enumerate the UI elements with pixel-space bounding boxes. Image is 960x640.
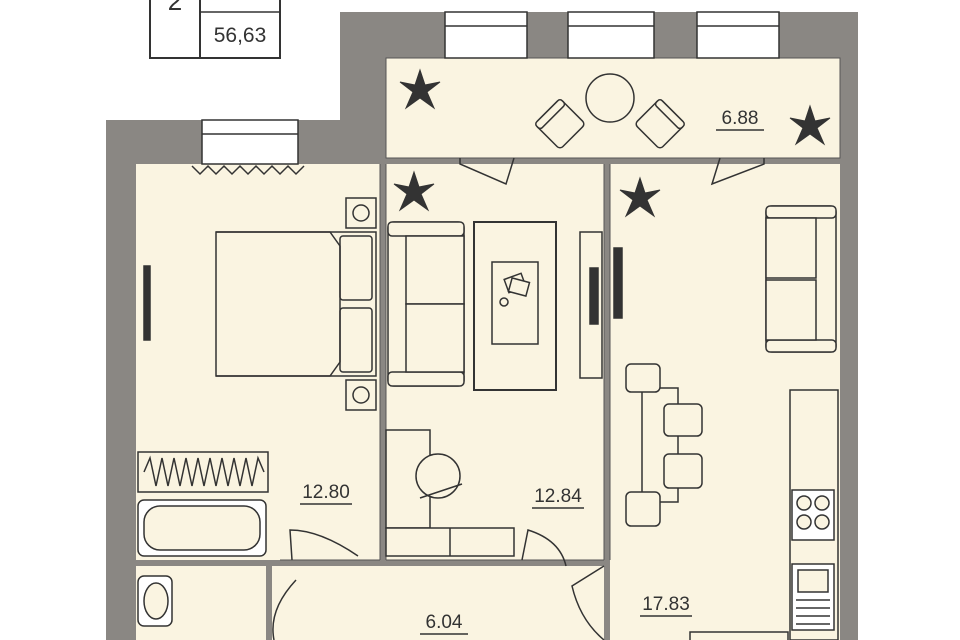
plant-icon [399,68,441,110]
windows [201,11,780,165]
window-3 [696,11,780,59]
tv-icon [589,267,599,325]
rug [473,221,557,391]
bedroom-furniture [137,164,377,493]
armchair-right [635,99,685,149]
chair [663,403,703,437]
bathroom-fixtures [137,499,297,640]
plant-icon [393,170,435,212]
area-labels: 12.80 12.84 6.88 17.83 6.04 [300,108,764,635]
tv-icon [143,265,151,341]
hallway-area: 6.04 [426,612,463,633]
round-table [585,73,635,123]
room-count: 2 [168,0,182,16]
chair [663,453,703,489]
armchair-left [535,99,585,149]
bedroom-area: 12.80 [302,482,350,503]
kitchen-furniture [613,205,839,640]
balcony-furniture [535,73,685,149]
legend-box: 2 56,63 [149,0,281,59]
plants [393,68,831,218]
window-2 [567,11,655,59]
office-chair [415,453,461,499]
window-1 [444,11,528,59]
tv-icon [613,247,623,319]
plant-icon [789,104,831,146]
window-4 [201,119,299,165]
chair [625,363,661,393]
hallway-floor [272,566,604,640]
stove [791,489,835,541]
total-area: 56,63 [214,24,267,47]
coffee-table [491,261,539,345]
kitchen-area: 17.83 [642,594,690,615]
chair [625,491,661,527]
living-room-area: 12.84 [534,486,582,507]
living-room-furniture [385,221,603,557]
balcony-area: 6.88 [722,108,759,129]
plant-icon [619,176,661,218]
doors [289,157,765,640]
